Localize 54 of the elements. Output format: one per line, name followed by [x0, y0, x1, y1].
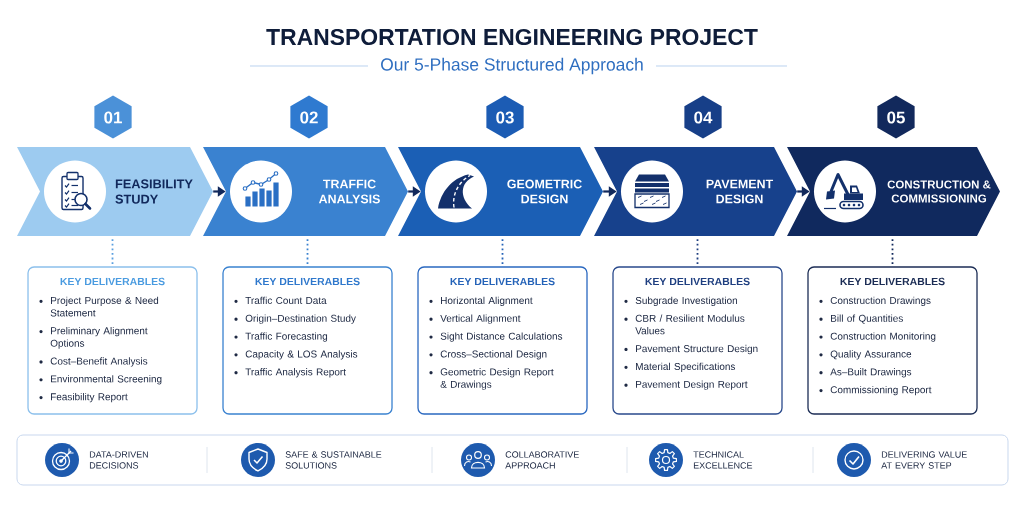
- deliverable-item: Bill of Quantities: [831, 314, 903, 324]
- deliverable-item: Environmental Screening: [51, 375, 162, 385]
- deliverable-item: Preliminary Alignment Options: [50, 327, 148, 349]
- deliverable-item: Traffic Count Data: [245, 296, 327, 304]
- deliverable-item: Quality Assurance: [830, 350, 912, 360]
- number-hexagon: 01: [94, 95, 132, 139]
- card-heading: KEY DELIVERABLES: [450, 277, 555, 286]
- number-hexagon: 04: [684, 95, 722, 139]
- subtitle: Our 5-Phase Structured Approach: [381, 57, 643, 75]
- deliverable-item: Cost–Benefit Analysis: [50, 357, 148, 367]
- deliverable-item: Traffic Analysis Report: [245, 368, 346, 378]
- deliverable-item: Pavement Structure Design: [636, 344, 758, 355]
- deliverable-item: Feasibility Report: [51, 393, 128, 403]
- phase-banner: CONSTRUCTION & COMMISSIONING: [787, 147, 1000, 236]
- deliverable-item: Pavement Design Report: [636, 380, 748, 390]
- deliverable-item: Geometric Design Report & Drawings: [440, 368, 554, 390]
- values-band: [16, 434, 1009, 486]
- deliverable-item: Origin–Destination Study: [245, 314, 356, 324]
- deliverable-item: Commissioning Report: [830, 385, 932, 396]
- value-text: DATA-DRIVEN DECISIONS: [89, 451, 148, 469]
- deliverables-card: [27, 266, 198, 415]
- deliverable-item: Horizontal Alignment: [441, 296, 533, 306]
- card-heading: KEY DELIVERABLES: [60, 277, 165, 286]
- phase-banner: TRAFFIC ANALYSIS: [203, 147, 408, 236]
- deliverables-card: [417, 266, 588, 415]
- value-text: SAFE & SUSTAINABLE SOLUTIONS: [285, 451, 382, 469]
- deliverable-item: Project Purpose & Need Statement: [50, 296, 159, 317]
- deliverables-card: [807, 266, 978, 415]
- deliverable-item: Subgrade Investigation: [635, 296, 737, 306]
- deliverable-item: Traffic Forecasting: [245, 332, 328, 342]
- value-text: DELIVERING VALUE AT EVERY STEP: [881, 451, 967, 469]
- title: TRANSPORTATION ENGINEERING PROJECT: [266, 28, 758, 46]
- deliverable-item: Cross–Sectional Design: [440, 350, 547, 360]
- deliverable-item: Vertical Alignment: [440, 314, 521, 324]
- deliverables-card: [612, 266, 783, 415]
- number-hexagon: 05: [877, 95, 915, 139]
- deliverable-item: Material Specifications: [636, 362, 736, 372]
- card-heading: KEY DELIVERABLES: [255, 277, 360, 286]
- deliverables-card: [222, 266, 393, 415]
- phase-banner: GEOMETRIC DESIGN: [398, 147, 603, 236]
- deliverable-item: CBR / Resilient Modulus Values: [635, 314, 745, 335]
- number-hexagon: 02: [290, 95, 328, 139]
- deliverable-item: Construction Drawings: [830, 296, 931, 306]
- card-heading: KEY DELIVERABLES: [840, 277, 945, 286]
- phase-banner: FEASIBILITY STUDY: [17, 147, 213, 236]
- deliverable-item: Construction Monitoring: [830, 332, 936, 342]
- value-text: COLLABORATIVE APPROACH: [505, 451, 579, 469]
- phase-banner: PAVEMENT DESIGN: [594, 147, 797, 236]
- number-hexagon: 03: [486, 95, 524, 139]
- value-text: TECHNICAL EXCELLENCE: [693, 451, 753, 469]
- card-heading: KEY DELIVERABLES: [645, 277, 750, 286]
- deliverable-item: Sight Distance Calculations: [440, 332, 563, 342]
- deliverable-item: Capacity & LOS Analysis: [245, 350, 358, 360]
- deliverable-item: As–Built Drawings: [830, 368, 912, 378]
